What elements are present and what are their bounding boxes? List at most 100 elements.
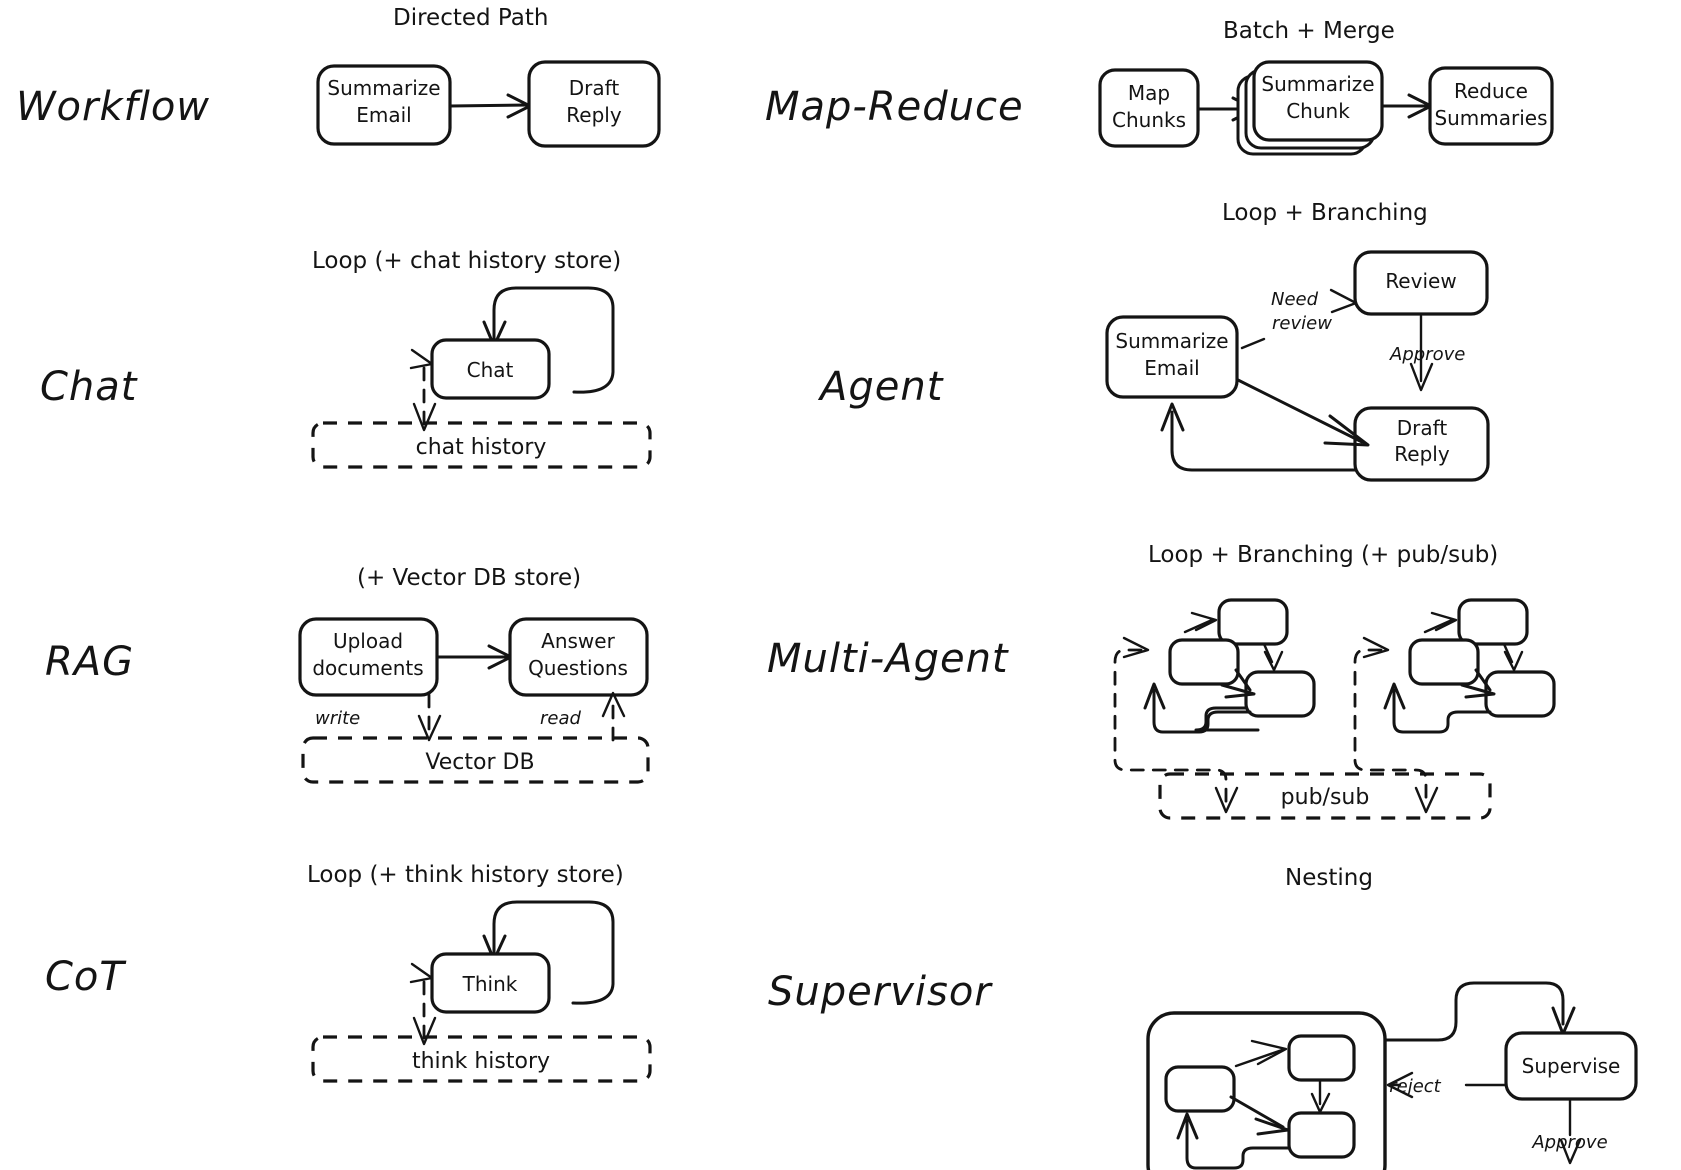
edge-a-top-to-right [1262, 642, 1274, 664]
node-think-label: Think [462, 972, 518, 996]
store-think-history [311, 1035, 652, 1083]
arrowhead-write-to-vectordb [417, 714, 442, 742]
edge-a-left-to-top [1183, 618, 1214, 634]
node-review-label: Review [1385, 269, 1456, 293]
node-draft-reply[interactable] [527, 60, 661, 148]
row-label-rag: RAG [45, 639, 134, 685]
node-summarize-chunk-line1: Summarize [1261, 72, 1374, 96]
arrowhead-reject [1386, 1071, 1414, 1099]
group-nested-agents [1146, 1011, 1387, 1170]
caption-loop-branching-pubsub: Loop + Branching (+ pub/sub) [1148, 542, 1498, 568]
edge-b-left-to-top [1423, 618, 1454, 634]
arrowhead-supervise-approve [1559, 1138, 1582, 1165]
node-draft-reply-line2: Reply [566, 103, 622, 127]
node-b-right[interactable] [1484, 670, 1556, 718]
arrowhead-a-top-to-right [1263, 650, 1284, 672]
row-label-cot: CoT [45, 954, 127, 1000]
arrowhead-a-pubsub-in [1122, 636, 1150, 659]
row-label-map-reduce: Map-Reduce [765, 84, 1024, 130]
edge-n-right-to-left-loop [1185, 1118, 1291, 1170]
node-draft-reply-line1: Draft [569, 76, 620, 100]
row-label-chat: Chat [40, 364, 138, 410]
row-label-multi-agent: Multi-Agent [767, 636, 1009, 682]
node-a-top[interactable] [1217, 598, 1289, 646]
edge-b-top-to-right [1502, 642, 1514, 664]
node-answer-questions-line1: Answer [541, 629, 615, 653]
node-answer-questions[interactable] [508, 617, 649, 697]
node-a-right[interactable] [1244, 670, 1316, 718]
edge-label-need: Need [1271, 289, 1319, 310]
node-chat-label: Chat [467, 358, 514, 382]
node-think[interactable] [430, 952, 551, 1014]
caption-loop-branching: Loop + Branching [1222, 200, 1428, 226]
node-map-chunks-line1: Map [1128, 81, 1170, 105]
caption-loop-chat: Loop (+ chat history store) [312, 248, 621, 274]
node-reduce-summaries[interactable] [1428, 66, 1554, 146]
arrowhead-b-top-to-right [1503, 650, 1524, 672]
edge-summarize-to-review [1240, 337, 1266, 350]
caption-directed-path: Directed Path [393, 5, 548, 31]
node-review[interactable] [1353, 250, 1489, 316]
node-b-left[interactable] [1408, 638, 1480, 686]
caption-loop-think: Loop (+ think history store) [307, 862, 624, 888]
arrowhead-read-from-vectordb [601, 691, 626, 718]
node-b-top[interactable] [1457, 598, 1529, 646]
edge-label-write: write [315, 708, 360, 729]
row-label-supervisor: Supervisor [768, 969, 993, 1015]
store-chat-history [311, 421, 652, 469]
caption-nesting: Nesting [1285, 865, 1373, 891]
node-n-right[interactable] [1287, 1111, 1356, 1159]
node-reduce-summaries-line1: Reduce [1454, 79, 1528, 103]
node-supervise-label: Supervise [1522, 1054, 1621, 1078]
node-upload-documents-line1: Upload [333, 629, 403, 653]
node-summarize-chunk-line2: Chunk [1286, 99, 1350, 123]
store-vector-db-label: Vector DB [425, 750, 534, 775]
edge-label-reject: reject [1389, 1076, 1441, 1097]
node-summarize-chunk[interactable] [1252, 60, 1384, 142]
arrowhead-n-loop-to-left [1176, 1112, 1199, 1140]
row-label-agent: Agent [817, 364, 944, 410]
cluster-agent-a [1113, 598, 1316, 814]
store-pub-sub [1158, 772, 1492, 820]
node-summarize-email-line1: Summarize [327, 76, 440, 100]
arrowhead-a-left-to-top [1190, 611, 1218, 632]
edge-label-approve-supervisor: Approve [1531, 1132, 1607, 1153]
arrowhead-b-pubsub-out [1414, 786, 1439, 814]
cluster-agent-b [1353, 598, 1556, 814]
node-chat[interactable] [430, 338, 551, 400]
edge-b-left-to-right [1474, 668, 1492, 692]
edge-summarize-to-draft [448, 103, 530, 108]
node-summarize-email-agent[interactable] [1105, 315, 1239, 399]
node-n-left[interactable] [1164, 1065, 1236, 1113]
node-n-top[interactable] [1287, 1034, 1356, 1082]
edge-a-right-to-left-loop [1152, 688, 1252, 734]
node-answer-questions-line2: Questions [528, 656, 628, 680]
edge-draft-back-to-summarize [1170, 410, 1357, 472]
node-a-left[interactable] [1168, 638, 1240, 686]
edge-n-left-to-top [1234, 1048, 1284, 1068]
edge-group-to-supervise [1383, 981, 1565, 1042]
node-upload-documents-line2: documents [312, 656, 423, 680]
arrowhead-n-top-to-right [1310, 1092, 1331, 1114]
node-summarize-email-agent-line1: Summarize [1115, 329, 1228, 353]
edge-n-left-to-right [1229, 1095, 1285, 1129]
arrowhead-b-left-to-top [1430, 611, 1458, 632]
node-summarize-email-agent-line2: Email [1144, 356, 1200, 380]
arrowhead-store-to-chat [409, 348, 434, 370]
arrowhead-chat-to-store [412, 402, 437, 432]
arrowhead-summarize-to-review [1329, 288, 1358, 314]
arrowhead-draft-back-to-summarize [1160, 402, 1185, 432]
arrowhead-b-left-to-right [1460, 683, 1496, 699]
node-reduce-summaries-line2: Summaries [1434, 106, 1547, 130]
edge-label-review: review [1272, 313, 1332, 334]
edge-think-self-loop [492, 900, 615, 1005]
edge-label-read: read [540, 708, 582, 729]
arrowhead-n-left-to-top [1250, 1039, 1288, 1066]
caption-vector-db-store: (+ Vector DB store) [357, 565, 581, 591]
arrowhead-store-to-think [409, 962, 434, 984]
arrowhead-summarize-to-draft-agent [1323, 414, 1370, 447]
arrowhead-b-pubsub-in [1362, 636, 1390, 659]
cluster-nested [1164, 1034, 1356, 1170]
node-map-chunks-line2: Chunks [1112, 108, 1186, 132]
